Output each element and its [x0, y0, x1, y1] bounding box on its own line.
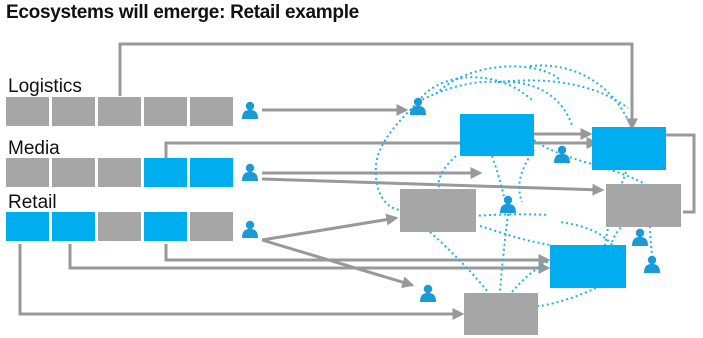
row-segment-gray [190, 212, 233, 241]
person-icon [410, 97, 426, 115]
arrow-media-top [164, 137, 599, 158]
node-blue-top-left [460, 114, 534, 156]
node-blue-top-right [592, 127, 666, 170]
row-label-media: Media [8, 138, 60, 159]
row-segment-gray [144, 97, 187, 126]
person-icon [500, 195, 516, 213]
retail-value-chain [6, 212, 233, 241]
person-icon [242, 101, 258, 119]
person-icon [644, 255, 660, 273]
arrow-retail-to-gray-bottom [261, 238, 415, 288]
arrow-media-to-gray-right [261, 177, 605, 196]
person-icon [420, 284, 436, 302]
row-segment-blue [190, 158, 233, 187]
node-gray-middle-left [400, 189, 476, 232]
person-icon [242, 220, 258, 238]
person-icon [554, 145, 570, 163]
row-segment-gray [190, 97, 233, 126]
arrow-retail-low-to-blue [68, 244, 551, 274]
row-segment-blue [52, 212, 95, 241]
person-icon [242, 163, 258, 181]
arrow-retail-blue-to-blue [164, 244, 551, 266]
row-label-logistics: Logistics [8, 76, 82, 97]
row-segment-blue [144, 158, 187, 187]
row-label-retail: Retail [8, 192, 57, 213]
arrow-logistics-top-loop [118, 42, 638, 131]
row-segment-blue [6, 212, 49, 241]
solid-arrows [18, 42, 696, 320]
dotted-ecosystem-links [374, 64, 653, 307]
row-segment-gray [98, 97, 141, 126]
row-segment-gray [6, 158, 49, 187]
arrow-right-loop [666, 133, 696, 214]
row-segment-gray [98, 212, 141, 241]
arrow-retail-to-gray-mid [261, 213, 399, 242]
row-segment-gray [98, 158, 141, 187]
logistics-value-chain [6, 97, 233, 126]
node-gray-middle-right [606, 184, 681, 227]
node-blue-lower-right [550, 245, 626, 288]
page-title: Ecosystems will emerge: Retail example [6, 2, 359, 23]
person-icon [632, 228, 648, 246]
row-segment-gray [52, 158, 95, 187]
row-segment-gray [52, 97, 95, 126]
row-segment-blue [144, 212, 187, 241]
row-segment-gray [6, 97, 49, 126]
arrow-retail-bottom-loop [18, 244, 465, 320]
node-gray-bottom [464, 293, 538, 335]
media-value-chain [6, 158, 233, 187]
